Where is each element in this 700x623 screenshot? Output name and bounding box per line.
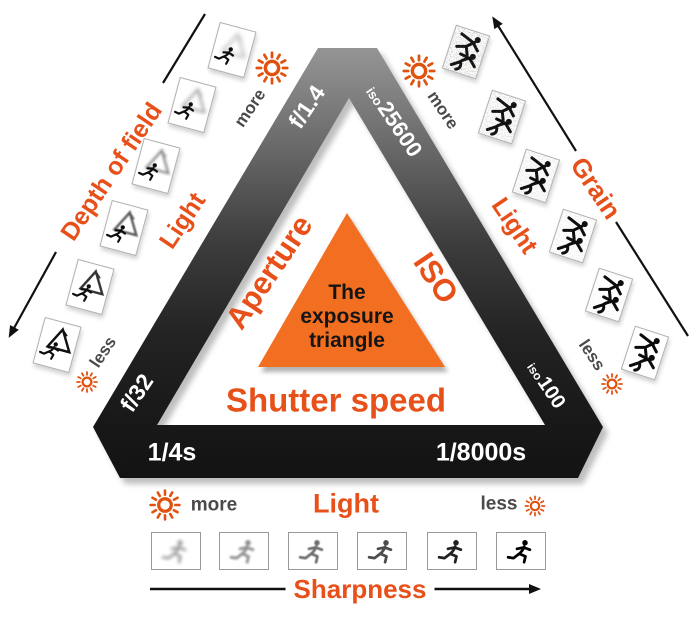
grain-photo bbox=[477, 89, 527, 145]
diagram-title: The exposure triangle bbox=[300, 281, 393, 353]
more-label-bottom: more bbox=[190, 494, 238, 516]
sun-more-light-right-icon bbox=[400, 52, 438, 90]
grain-photo bbox=[548, 208, 598, 264]
triangle-frame bbox=[93, 48, 603, 478]
title-line-3: triangle bbox=[309, 329, 385, 352]
sharpness-photo bbox=[288, 532, 338, 570]
shutter-speed-side-label: Shutter speed bbox=[225, 381, 447, 419]
sharpness-photo-sharpest bbox=[496, 532, 546, 570]
sun-more-light-left-icon bbox=[253, 49, 291, 87]
sun-less-light-bottom-icon bbox=[523, 494, 547, 518]
center-orange-triangle bbox=[258, 213, 445, 367]
light-label-bottom: Light bbox=[313, 488, 379, 519]
shutter-fast-value: 1/8000s bbox=[435, 438, 527, 467]
shutter-slow-value: 1/4s bbox=[147, 438, 197, 467]
sharpness-photo bbox=[427, 532, 477, 570]
title-line-2: exposure bbox=[300, 305, 394, 328]
depth-of-field-arrow bbox=[8, 13, 206, 338]
title-line-1: The bbox=[328, 281, 366, 304]
sharpness-photo-blurriest bbox=[151, 532, 201, 570]
grain-photo bbox=[584, 267, 634, 323]
grain-arrow bbox=[492, 16, 689, 337]
sun-less-light-left-icon bbox=[75, 370, 100, 395]
sharpness-photo bbox=[357, 532, 407, 570]
sharpness-label: Sharpness bbox=[285, 576, 435, 602]
grain-photo-noisiest bbox=[441, 24, 491, 80]
sun-more-light-bottom-icon bbox=[147, 487, 183, 523]
grain-photo bbox=[511, 148, 561, 204]
less-label-bottom: less bbox=[480, 493, 518, 515]
sun-less-light-right-icon bbox=[600, 372, 625, 397]
sharpness-photo bbox=[219, 532, 269, 570]
